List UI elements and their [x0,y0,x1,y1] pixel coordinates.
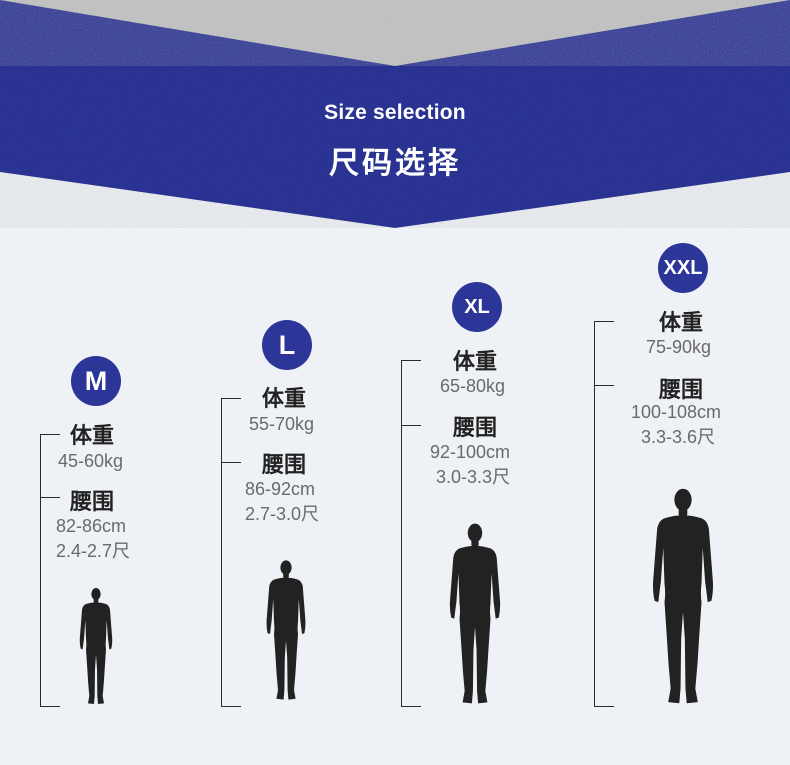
size-badge-m: M [71,356,121,406]
waist-label-xl: 腰围 [453,415,498,440]
blue-panel [0,0,790,228]
weight-value-xxl: 75-90kg [646,337,712,357]
weight-value-m: 45-60kg [58,451,124,471]
waist-chi-l: 2.7-3.0尺 [245,504,320,524]
fabric-notch [0,0,790,66]
header-banner [0,0,790,232]
title-english: Size selection [324,101,466,124]
waist-chi-m: 2.4-2.7尺 [56,541,131,561]
tick-m [40,497,60,498]
title-chinese: 尺码选择 [329,147,461,180]
weight-value-l: 55-70kg [249,414,315,434]
waist-chi-xl: 3.0-3.3尺 [436,467,511,487]
banner-graphic [0,0,790,228]
human-silhouette-icon [652,488,714,704]
waist-cm-xxl: 100-108cm [631,402,722,422]
waist-cm-m: 82-86cm [56,516,127,536]
weight-label-xxl: 体重 [659,310,704,335]
weight-label-l: 体重 [262,386,307,411]
human-silhouette-icon [266,560,306,700]
tick-xxl [594,385,614,386]
bracket-m [40,434,60,707]
human-silhouette-icon [79,588,113,704]
tick-xl [401,425,421,426]
waist-label-m: 腰围 [70,489,115,514]
size-badge-xxl: XXL [658,243,708,293]
waist-label-xxl: 腰围 [659,377,704,402]
tick-l [221,462,241,463]
bracket-xl [401,360,421,707]
waist-label-l: 腰围 [262,452,307,477]
human-silhouette-icon [449,523,501,704]
waist-cm-l: 86-92cm [245,479,316,499]
bracket-xxl [594,321,614,707]
waist-chi-xxl: 3.3-3.6尺 [641,427,716,447]
bracket-l [221,398,241,707]
size-badge-xl: XL [452,282,502,332]
size-badge-l: L [262,320,312,370]
weight-label-m: 体重 [70,423,115,448]
weight-label-xl: 体重 [453,349,498,374]
waist-cm-xl: 92-100cm [430,442,511,462]
weight-value-xl: 65-80kg [440,376,506,396]
